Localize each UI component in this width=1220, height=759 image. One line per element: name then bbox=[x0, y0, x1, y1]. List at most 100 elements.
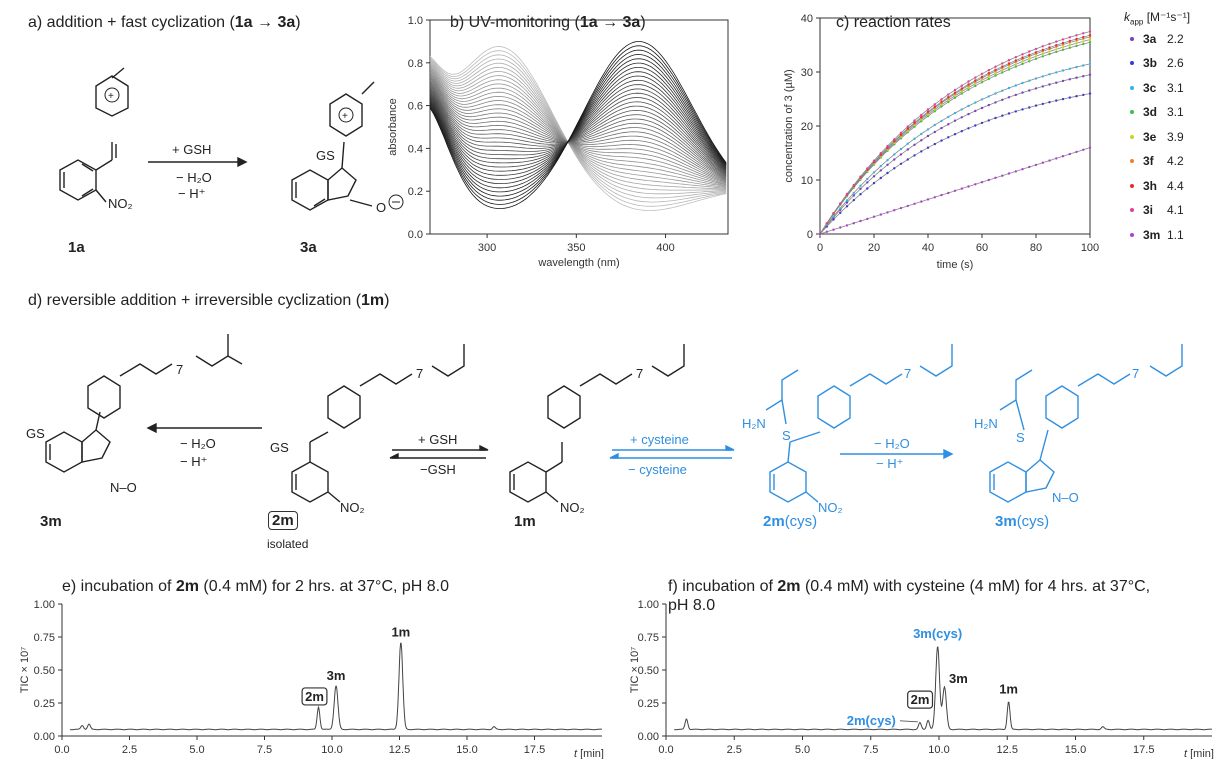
rates-point bbox=[1014, 63, 1017, 66]
rates-point bbox=[1061, 155, 1065, 158]
uv-trace bbox=[430, 75, 727, 183]
rates-point bbox=[987, 77, 990, 81]
chain-count-2m: 7 bbox=[416, 366, 423, 381]
rates-point bbox=[960, 84, 963, 87]
rates-point bbox=[872, 181, 876, 185]
rates-point bbox=[974, 79, 977, 82]
legend-series-name: 3i bbox=[1143, 203, 1154, 218]
rates-point bbox=[913, 119, 916, 122]
rates-point bbox=[1034, 77, 1038, 80]
tic-xtick-label: 17.5 bbox=[524, 744, 545, 756]
gs-label-2m: GS bbox=[270, 440, 289, 455]
rates-point bbox=[1034, 87, 1038, 90]
legend-marker bbox=[1130, 159, 1134, 164]
rates-point bbox=[1075, 150, 1078, 154]
rates-point bbox=[1061, 69, 1065, 72]
rates-point bbox=[967, 88, 970, 91]
peak-label: 3m bbox=[327, 668, 346, 683]
uv-trace bbox=[430, 61, 727, 195]
rates-ytick-label: 30 bbox=[801, 67, 813, 79]
rates-point bbox=[1014, 93, 1017, 97]
rates-point bbox=[940, 193, 943, 197]
gs-label-3m: GS bbox=[26, 426, 45, 441]
rates-point bbox=[987, 119, 990, 122]
cond-right-water: − H₂O bbox=[874, 436, 910, 451]
rates-point bbox=[886, 171, 889, 175]
rates-point bbox=[1048, 159, 1051, 162]
pyridinium-ring-3m bbox=[87, 375, 121, 419]
legend-series-name: 3m bbox=[1143, 227, 1161, 242]
rates-point bbox=[1041, 45, 1044, 48]
rates-point bbox=[933, 108, 936, 111]
rates-point bbox=[1001, 174, 1004, 177]
rates-point bbox=[1048, 50, 1051, 53]
rates-point bbox=[994, 74, 997, 77]
legend-marker bbox=[1130, 208, 1134, 213]
rates-point bbox=[1021, 53, 1024, 56]
rates-point bbox=[1021, 56, 1024, 59]
tic-ytick-label: 1.00 bbox=[638, 599, 659, 611]
rates-point bbox=[1028, 60, 1031, 63]
rates-point bbox=[872, 159, 876, 162]
rates-point bbox=[1034, 163, 1038, 167]
tic-ytick-label: 0.25 bbox=[638, 698, 659, 710]
nitro-label-2m: NO₂ bbox=[340, 500, 365, 515]
rates-point bbox=[1048, 101, 1051, 104]
rates-xtick-label: 60 bbox=[976, 242, 988, 254]
rates-point bbox=[1082, 93, 1085, 97]
uv-trace bbox=[430, 83, 727, 178]
cond-left-proton: − H⁺ bbox=[180, 454, 207, 469]
rates-point bbox=[859, 175, 862, 178]
rates-point bbox=[1088, 30, 1092, 33]
uv-trace bbox=[430, 58, 727, 193]
rates-point bbox=[1007, 66, 1011, 69]
rates-point bbox=[1088, 34, 1092, 37]
rates-point bbox=[879, 176, 882, 180]
benzene-ring-3mcys bbox=[989, 461, 1027, 503]
tic-ylabel: TIC × 10⁷ bbox=[19, 647, 31, 693]
rates-point bbox=[852, 222, 855, 225]
uv-trace bbox=[430, 90, 727, 174]
tic-xtick-label: 12.5 bbox=[997, 744, 1018, 756]
compound-label-3a: 3a bbox=[300, 239, 317, 256]
rates-point bbox=[872, 175, 876, 178]
rates-point bbox=[974, 101, 977, 104]
tic-ytick-label: 0.00 bbox=[34, 731, 55, 743]
rates-point bbox=[1034, 57, 1038, 60]
rates-point bbox=[893, 158, 896, 161]
rates-point bbox=[1082, 32, 1085, 35]
rates-point bbox=[1041, 52, 1044, 56]
rates-point bbox=[994, 92, 997, 95]
rates-point bbox=[1007, 96, 1011, 99]
svg-text:+: + bbox=[342, 111, 348, 122]
rates-point bbox=[879, 169, 882, 172]
rates-point bbox=[960, 92, 963, 95]
peak-label: 3m bbox=[949, 671, 968, 686]
rates-point bbox=[906, 158, 909, 161]
eq-cys-forward: + cysteine bbox=[630, 432, 689, 447]
benzene-ring-2m bbox=[291, 461, 329, 503]
rates-point bbox=[1001, 69, 1004, 72]
rates-ytick-label: 0 bbox=[807, 229, 813, 241]
rates-point bbox=[906, 125, 909, 128]
compound-label-2mcys: 2m(cys) bbox=[763, 513, 818, 530]
rates-point bbox=[947, 123, 950, 126]
rates-point bbox=[852, 194, 855, 197]
rates-point bbox=[1055, 157, 1058, 160]
rates-point bbox=[933, 103, 936, 106]
rates-point bbox=[980, 75, 984, 79]
rates-point bbox=[1034, 51, 1038, 54]
rates-point bbox=[852, 198, 855, 202]
rates-point bbox=[886, 144, 889, 148]
panel-f-title-line2: pH 8.0 bbox=[668, 597, 716, 614]
rates-point bbox=[906, 127, 909, 130]
tic-ytick-label: 1.00 bbox=[34, 599, 55, 611]
isolated-label: isolated bbox=[267, 537, 309, 551]
uv-trace bbox=[430, 86, 727, 176]
